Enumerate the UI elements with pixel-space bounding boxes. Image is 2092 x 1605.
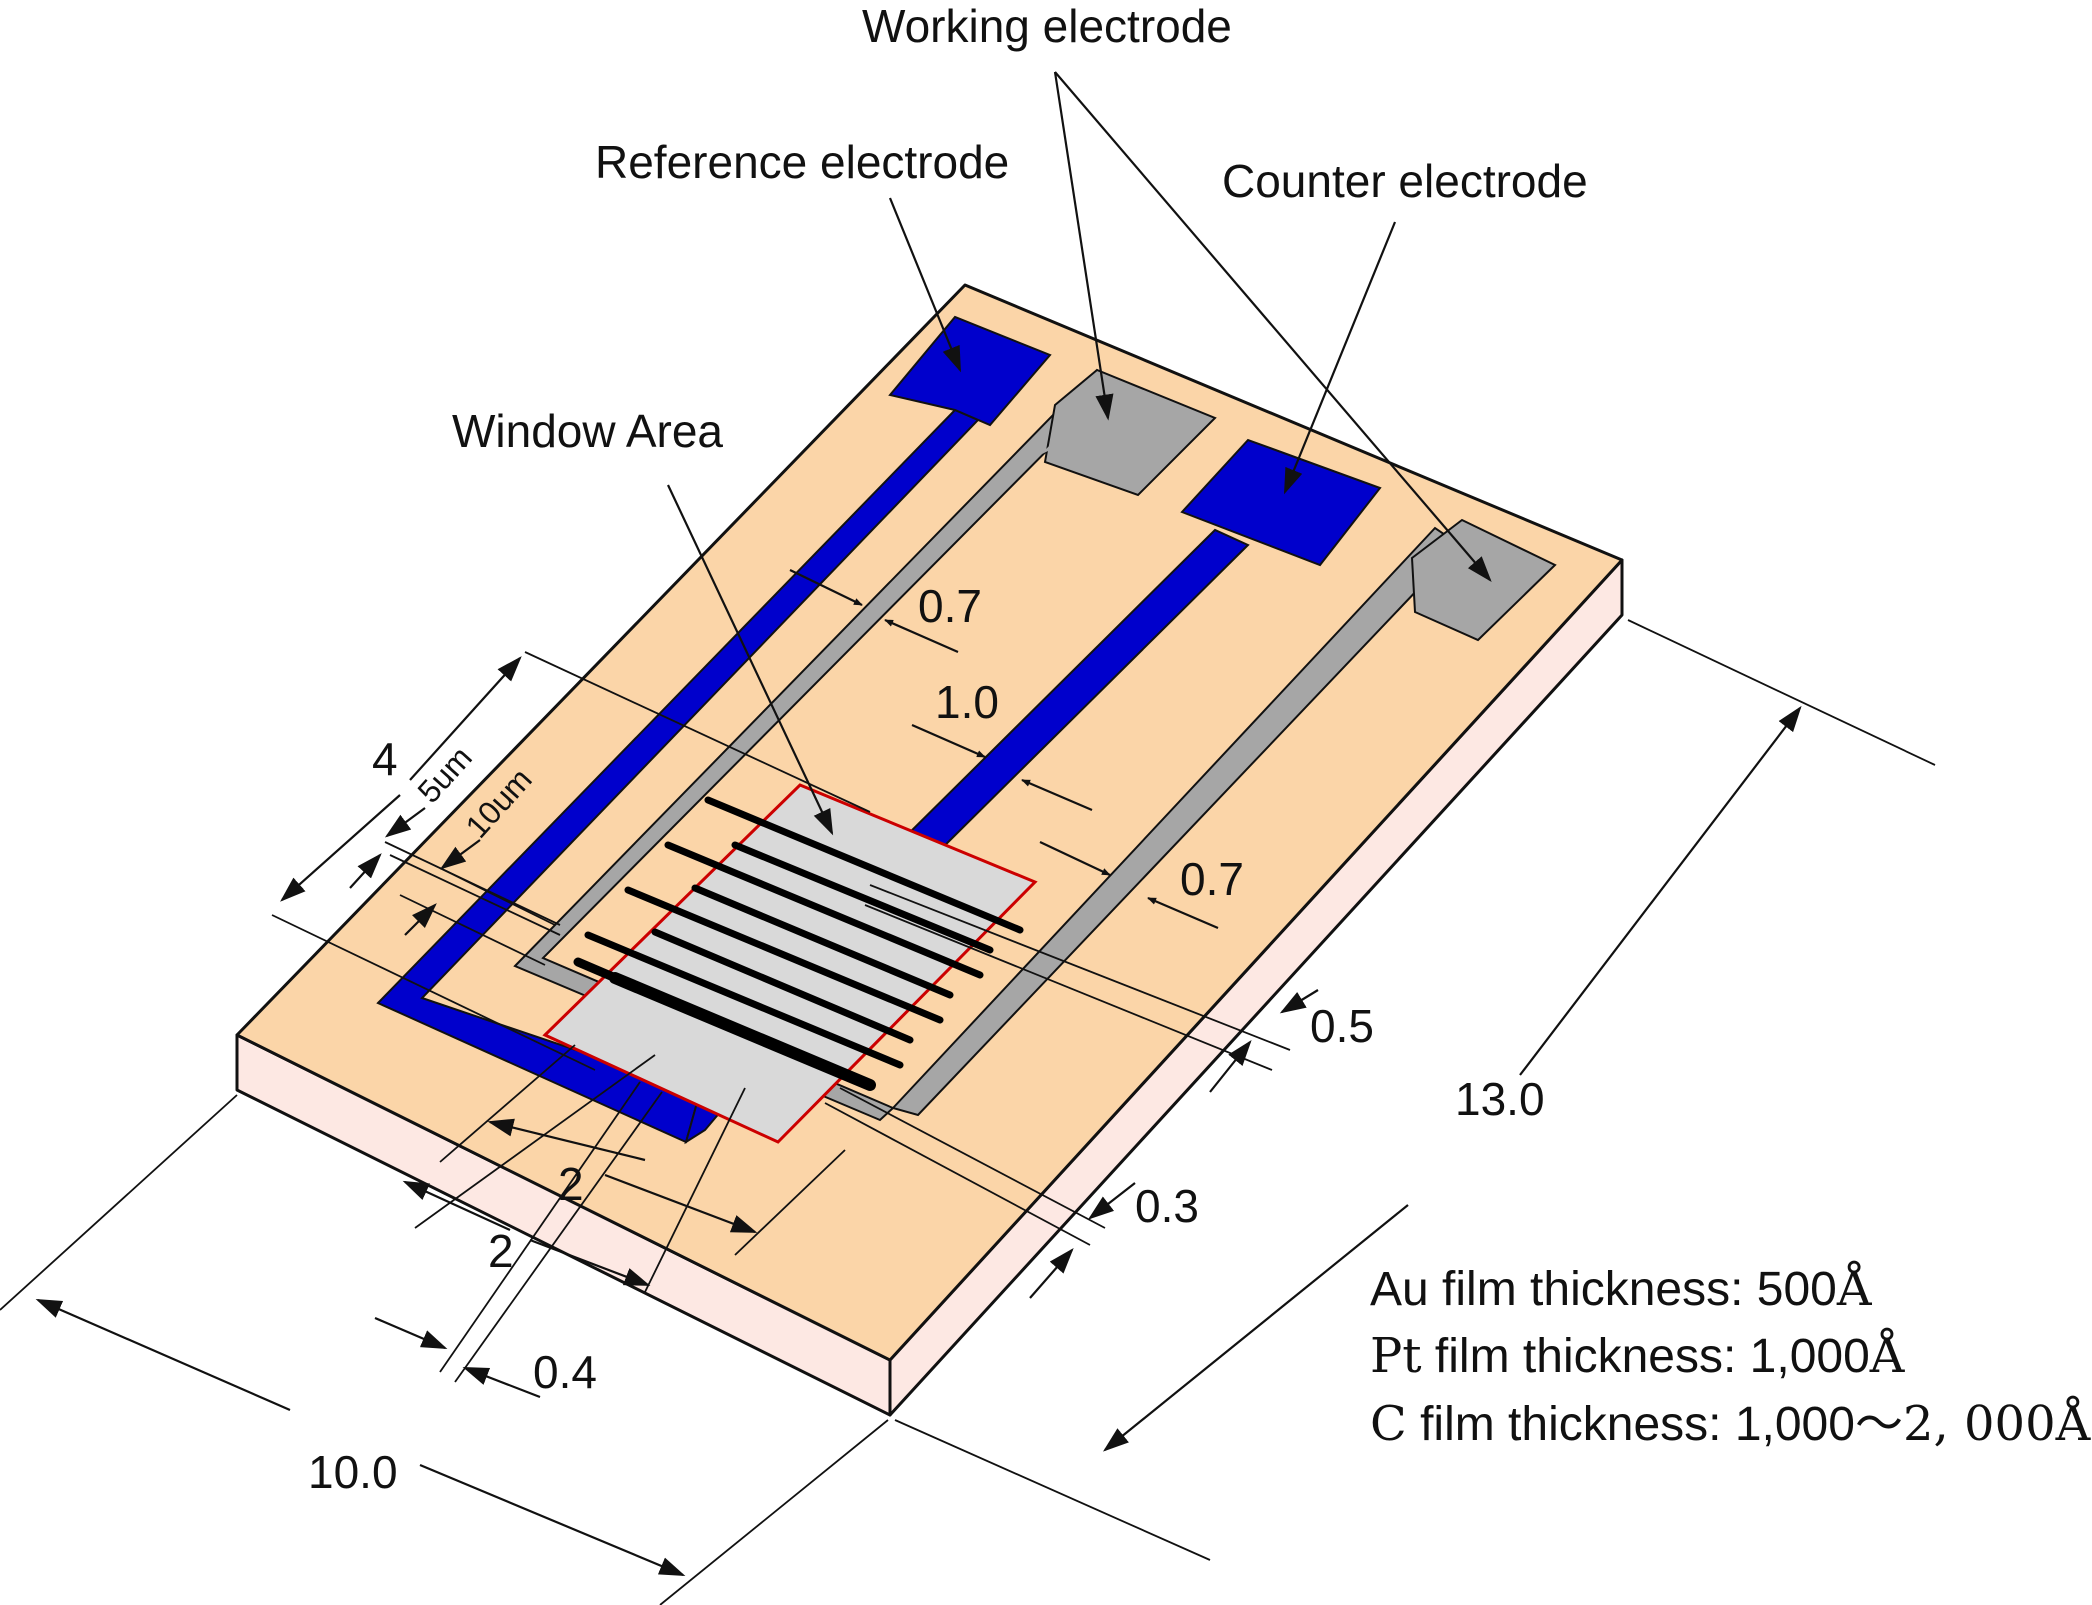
leader-window-area bbox=[667, 484, 834, 836]
window-area bbox=[542, 783, 1038, 1144]
spec-c: C film thickness: 1,000～2, 000Å bbox=[1370, 1395, 2092, 1452]
spec-pt-label: film thickness: 1,000 bbox=[1422, 1330, 1870, 1383]
callout-working-electrode: Working electrode bbox=[862, 0, 1232, 52]
leader-working-left bbox=[1053, 71, 1114, 421]
dim-1-0: 1.0 bbox=[935, 676, 999, 728]
angstrom-icon: Å bbox=[2055, 1395, 2092, 1452]
leader-working-right bbox=[1054, 71, 1492, 582]
dim-0-5: 0.5 bbox=[1310, 1000, 1374, 1052]
dim-10-0: 10.0 bbox=[308, 1446, 398, 1498]
leader-counter bbox=[1283, 221, 1397, 495]
spec-pt-prefix: Pt bbox=[1370, 1328, 1422, 1384]
dim-0-3: 0.3 bbox=[1135, 1180, 1199, 1232]
dimension-lines bbox=[0, 569, 1936, 1605]
callout-reference-electrode: Reference electrode bbox=[595, 136, 1009, 188]
film-thickness-specs: Au film thickness: 500Å Pt film thicknes… bbox=[1370, 1260, 2092, 1452]
callout-window-area: Window Area bbox=[452, 405, 723, 457]
spec-pt: Pt film thickness: 1,000Å bbox=[1370, 1327, 1906, 1384]
electrodes bbox=[376, 315, 1557, 1145]
dim-2-upper: 2 bbox=[558, 1158, 584, 1210]
angstrom-icon: Å bbox=[1869, 1327, 1906, 1384]
dim-0-4: 0.4 bbox=[533, 1346, 597, 1398]
dim-13-0: 13.0 bbox=[1455, 1073, 1545, 1125]
dim-0-7-lower: 0.7 bbox=[1180, 853, 1244, 905]
spec-au-label: Au film thickness: 500 bbox=[1370, 1263, 1837, 1316]
dim-0-7-upper: 0.7 bbox=[918, 580, 982, 632]
carbon-finger-lines bbox=[573, 796, 1024, 1091]
dim-4: 4 bbox=[372, 733, 398, 785]
spec-au: Au film thickness: 500Å bbox=[1370, 1260, 1873, 1317]
callout-counter-electrode: Counter electrode bbox=[1222, 155, 1588, 207]
leader-reference bbox=[888, 197, 962, 373]
dim-2-lower: 2 bbox=[488, 1225, 514, 1277]
spec-c-range: ～2, 000 bbox=[1855, 1396, 2056, 1452]
counter-electrode-pad bbox=[1180, 438, 1382, 567]
working-electrode-left-lead bbox=[1040, 378, 1108, 455]
callouts: Working electrode Reference electrode Co… bbox=[452, 0, 1588, 836]
spec-c-prefix: C bbox=[1370, 1396, 1407, 1452]
spec-c-label: film thickness: 1,000 bbox=[1407, 1398, 1855, 1451]
angstrom-icon: Å bbox=[1836, 1260, 1873, 1317]
